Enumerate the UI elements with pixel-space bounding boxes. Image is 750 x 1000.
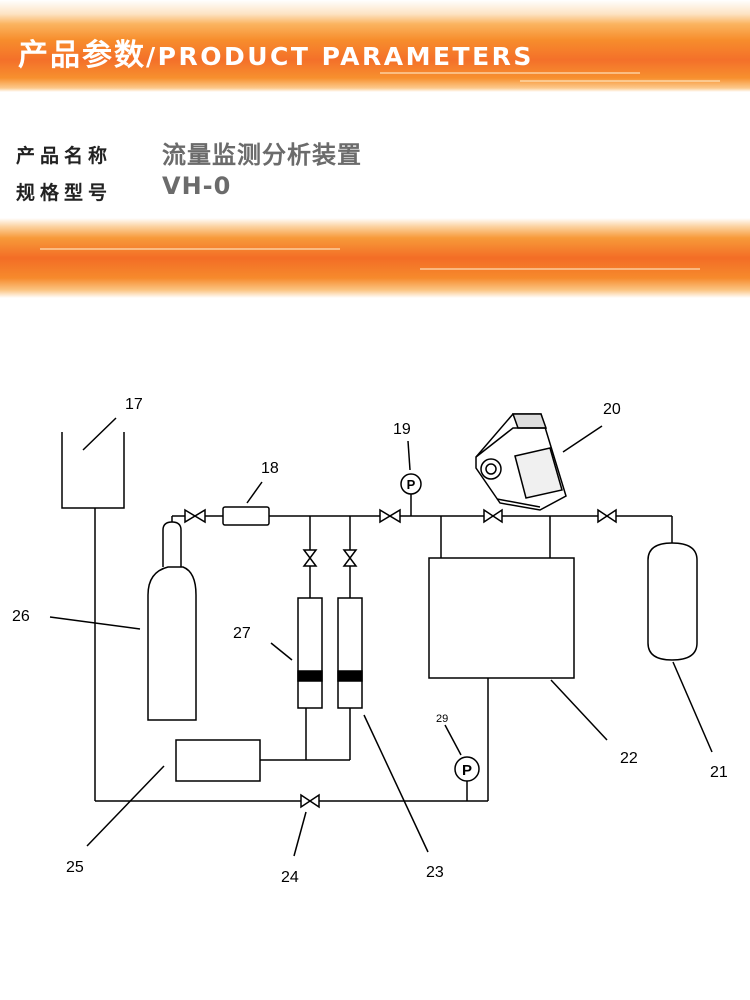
pressure-gauge-19: P [400, 473, 422, 495]
leader-22 [550, 679, 608, 741]
leader-27 [270, 642, 293, 661]
filter-18 [222, 506, 270, 526]
label-21: 21 [710, 764, 728, 781]
title-en: /PRODUCT PARAMETERS [146, 42, 534, 71]
leader-20 [562, 425, 603, 453]
leader-21 [672, 661, 713, 753]
label-27: 27 [233, 625, 251, 642]
leader-25 [86, 765, 165, 847]
column-27 [297, 597, 323, 709]
label-22: 22 [620, 750, 638, 767]
gauge-symbol: P [462, 762, 472, 779]
valve [302, 549, 318, 567]
gauge-symbol: P [407, 477, 416, 492]
param-label-name: 产品名称 [16, 145, 113, 167]
banner-streak [40, 248, 340, 250]
analyzer-device-20 [475, 413, 567, 511]
param-value-name: 流量监测分析装置 [162, 141, 362, 169]
flow-diagram: P P 17 18 19 20 21 22 23 24 [12, 396, 728, 886]
box-22 [428, 557, 575, 679]
label-20: 20 [603, 401, 621, 418]
leader-17 [82, 417, 117, 451]
pressure-gauge-29: P [454, 756, 480, 782]
open-tank [61, 432, 125, 509]
label-19: 19 [393, 421, 411, 438]
label-18: 18 [261, 460, 279, 477]
label-25: 25 [66, 859, 84, 876]
column-23 [337, 597, 363, 709]
leader-24 [293, 811, 307, 857]
param-value-model: VH-0 [162, 172, 232, 200]
leader-19 [407, 440, 411, 471]
label-17: 17 [125, 396, 143, 413]
param-label-model: 规格型号 [16, 182, 113, 204]
header-banner: 产品参数/PRODUCT PARAMETERS [0, 0, 750, 92]
banner-streak [380, 72, 640, 74]
leader-26 [49, 616, 141, 630]
page-title: 产品参数/PRODUCT PARAMETERS [18, 30, 534, 74]
valve [342, 549, 358, 567]
gas-cylinder [147, 516, 197, 721]
valve [379, 508, 401, 524]
label-24: 24 [281, 869, 299, 886]
leader-29 [444, 724, 462, 756]
valve [597, 508, 617, 524]
box-25 [175, 739, 261, 782]
banner-streak [520, 80, 720, 82]
valve [184, 508, 206, 524]
vessel-21 [647, 542, 698, 661]
divider-banner [0, 218, 750, 298]
label-23: 23 [426, 864, 444, 881]
label-29: 29 [436, 713, 448, 725]
banner-streak [420, 268, 700, 270]
label-26: 26 [12, 608, 30, 625]
title-cn: 产品参数 [18, 38, 146, 73]
valve [483, 508, 503, 524]
valve-24 [300, 793, 320, 809]
leader-23 [363, 714, 429, 853]
leader-18 [246, 481, 263, 504]
